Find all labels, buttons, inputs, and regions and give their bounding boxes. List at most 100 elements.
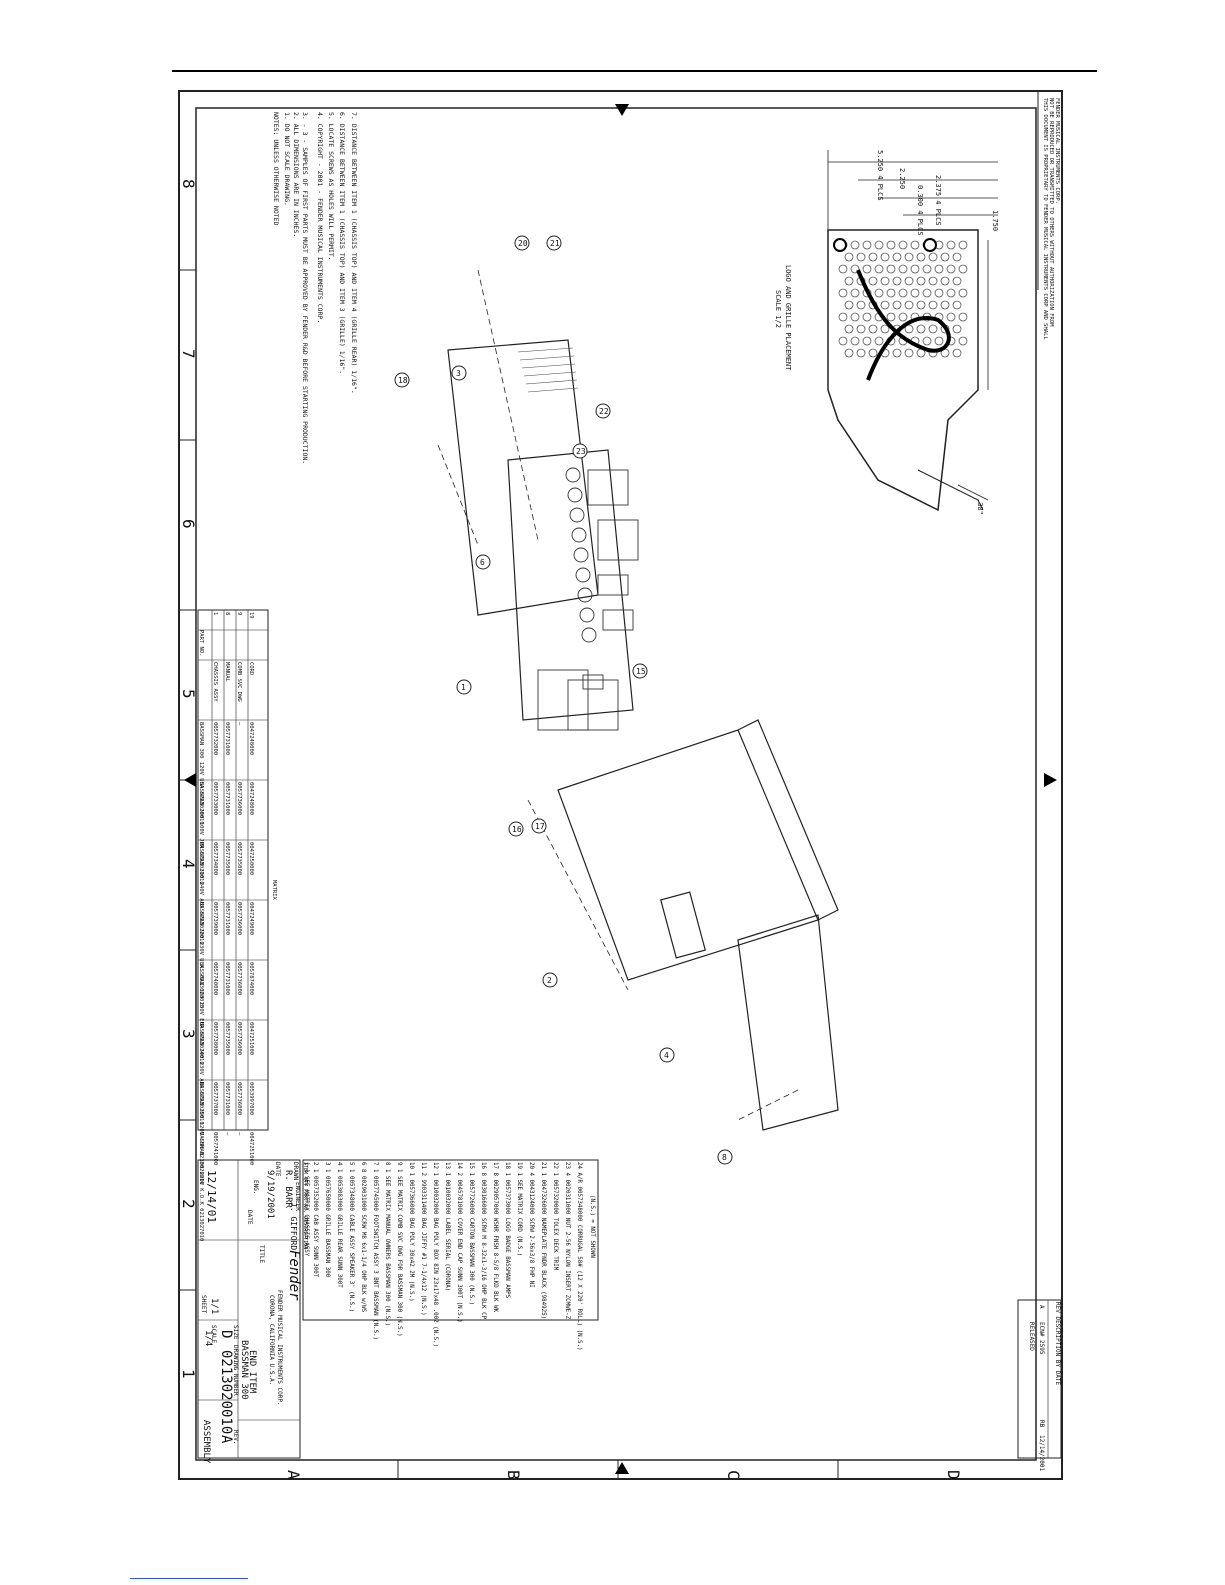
matrix-header-partno: PART NO. [198,630,204,657]
drawing-text: 20 [528,1162,534,1169]
drawing-text: 0020311000 [564,1179,570,1214]
zone-number-3: 3 [179,1029,198,1039]
zone-letter-b: B [504,1470,523,1480]
drawing-text: ITEM [302,1162,308,1174]
drawing-text: — [236,1132,242,1136]
drawing-text: 1 [312,1169,318,1173]
matrix-header-col: PART NO. CHASSIS ASSY MANUAL COMB SVC DW… [198,630,254,702]
matrix-column-0: BASSMAN 300 120V USA 0213020010 00577320… [198,722,254,825]
drawing-text: 4 [664,1051,669,1060]
drawing-text: BAG JIFFY #1 7-1/4x12 (N.S.) [420,1218,426,1316]
dim-1-750: 1.750 [991,210,999,231]
matrix-column-7: BASSMAN 300 220V K.O.K 0213027010 005774… [198,1132,254,1241]
balloon-16: 16 [508,821,524,837]
drawing-text: 4 [336,1162,342,1166]
bom-row-6: 6 8 0029031000 SCRW M8 6x1-1/4 OHP BLK w… [360,1162,366,1313]
bom-row-18: 18 1 0057373000 LOGO BADGE BASSMAN AMPS [504,1162,510,1299]
drawing-text: SEE MATRIX [303,1176,309,1211]
drawing-text: 8 [384,1162,390,1166]
drawing-text: 1 [461,683,466,692]
drawing-text: 24 [576,1162,582,1169]
drawing-text: 0047326000 [540,1179,546,1214]
drawing-text: 0057735000 [224,842,230,875]
exploded-assembly [437,269,839,1131]
note-3: 3. - 3 - SAMPLES OF FIRST PARTS MUST BE … [301,112,309,464]
zone-letter-d: D [944,1470,963,1480]
drawing-text: 1 [444,1172,450,1176]
cabinet-item-2 [557,729,819,981]
rev-ecn: ECN# 2595 [1038,1322,1045,1355]
matrix-column-4: BASSMAN 300 230V EUR 0213024010 00577400… [198,962,254,1065]
grille-outline [827,229,979,512]
drawing-text: 0057348000 [348,1176,354,1211]
logo-mount-hole-2 [833,238,847,252]
drawing-text: 0057733000 [212,782,218,815]
drawing-text: 0057736000 [236,1022,242,1055]
drawing-text: 6 [480,558,485,567]
matrix-item-8: 8 [224,612,230,615]
tb-size: D [218,1330,234,1338]
drawing-text: 18 [398,376,408,385]
drawing-text: 2 [420,1172,426,1176]
drawing-text: 0047251000 [248,1022,254,1055]
drawing-text: SEE MATRIX [384,1176,390,1211]
zone-number-2: 2 [179,1199,198,1209]
drawing-text: 0057735000 [236,842,242,875]
bom-row-9: 9 1 SEE MATRIX COMB SVC DWG FOR BASSMAN … [396,1162,402,1337]
grille-taper-edge [917,469,984,511]
matrix-item-9: 9 [236,612,242,615]
drawing-text: 0057348000 [576,1186,582,1221]
drawing-text: 0010032000 [444,1179,450,1214]
grille-rear-item-4 [737,914,839,1131]
drawing-text: 4 [528,1172,534,1176]
drawing-text: 13 [444,1162,450,1169]
drawing-text: 0047248000 [248,722,254,755]
balloon-17: 17 [531,818,547,834]
drawing-text: 1 [408,1172,414,1176]
drawing-text: 1 [303,1162,309,1166]
drawing-text: LABEL SERIAL (CORONA) [444,1218,450,1291]
drawing-text: 0057366000 [408,1179,414,1214]
note-7: 7. DISTANCE BETWEEN ITEM 1 (CHASSIS TOP)… [350,112,358,394]
logo-detail-caption: LOGO AND GRILLE PLACEMENT [784,265,792,371]
tb-scale: 1/4 [203,1330,213,1346]
matrix-item-19: 19 [248,612,254,619]
drawing-text: A/R [576,1172,582,1183]
balloon-2: 2 [542,972,558,988]
drawing-text: 5 [348,1162,354,1166]
drawing-text: 0029057000 [492,1179,498,1214]
bom-row-19: 19 1 SEE MATRIX CORD (N.S.) [516,1162,522,1256]
bom-row-8: 8 1 SEE MATRIX MANUAL OWNERS BASSMAN 300… [384,1162,390,1326]
note-4: 4. COPYRIGHT - 2001 - FENDER MUSICAL INS… [316,112,324,323]
bom-table: (N.S.) = NOT SHOWN 24 A/R 0057348000 COR… [302,1159,599,1351]
drawing-text: GRILLE BASSMAN 300 [324,1214,330,1277]
drawing-text: 15 [636,667,646,676]
drawing-text: 0047249000 [248,902,254,935]
tb-drawn-label: DRAWN [292,1162,299,1180]
tb-sheet-label: SHEET [200,1295,207,1313]
drawing-text: 0057731000 [224,782,230,815]
drawing-text: MANUAL OWNERS BASSMAN 300 (N.S.) [384,1214,390,1326]
drawing-text: QTY [302,1177,308,1186]
drawing-text: 0057320000 [552,1179,558,1214]
balloon-21: 21 [546,235,562,251]
drawing-text: 18 [504,1162,510,1169]
drawing-text: 0010032000 [432,1179,438,1214]
drawing-text: 0047248000 [248,782,254,815]
tb-sheet: 1/1 [209,1298,219,1314]
note-5: 5. LOCATE SCREWS AS HOLES WILL PERMIT. [327,112,335,261]
matrix-header-manual: MANUAL [224,662,230,683]
rev-desc: RELEASED [1028,1322,1035,1351]
proprietary-line-1: THIS DOCUMENT IS PROPRIETARY TO FENDER M… [1042,98,1048,340]
drawing-text: 22 [599,407,609,416]
drawing-text: BASSMAN 300 120V USA 0213020010 [198,722,204,825]
drawing-text: CORRUGAL 58# (12 X 220' ROLL) (N.S.) [576,1225,582,1351]
drawing-text: 0057740000 [212,962,218,995]
bom-row-21: 21 1 0047326000 NAMEPLATE FNDR BLACK (98… [540,1162,546,1319]
drawing-text: 0057739000 [212,902,218,935]
drawing-text: 0057731000 [224,722,230,755]
zone-letters: A B C D [284,1470,963,1480]
tb-eng-label: ENG. [252,1180,259,1194]
drawing-text: BASSMAN 300 230V EUR 0213024010 [198,962,204,1065]
drawing-text: 8 [480,1172,486,1176]
